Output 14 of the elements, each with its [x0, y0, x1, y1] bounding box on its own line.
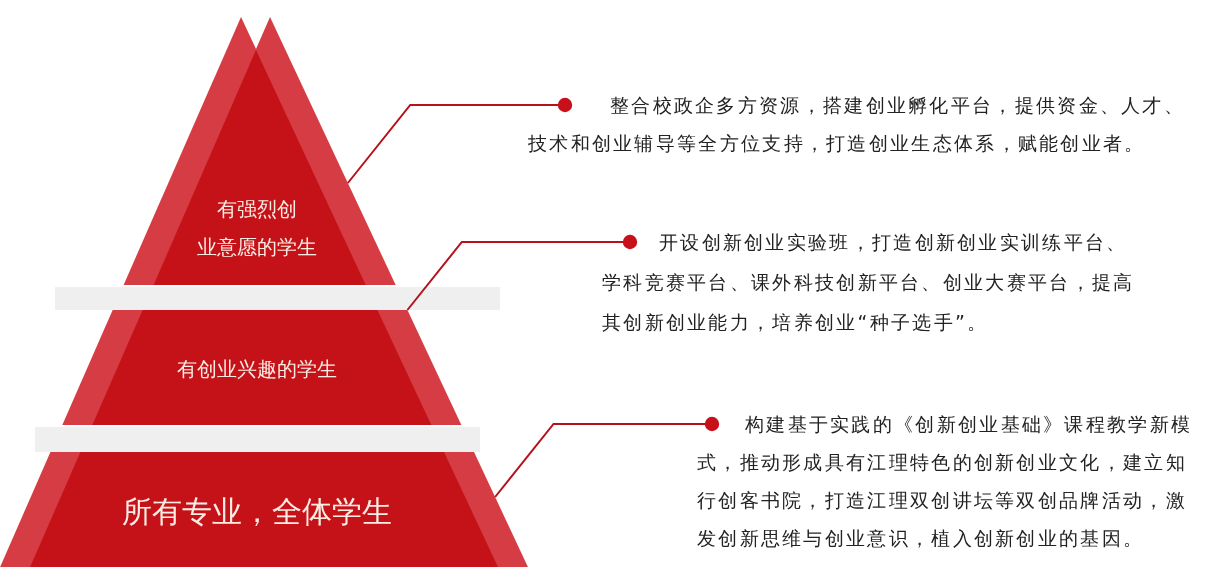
tier-label: 有强烈创业意愿的学生 [196, 196, 318, 261]
description-text: 构建基于实践的《创新创业基础》课程教学新模式，推动形成具有江理特色的创新创业文化，建立知行创客书院，打造江理双创讲坛等双创品牌活动，激发创新思维与创业意识，植入创新创业的基因。 [697, 405, 1207, 557]
pyramid-tier [123, 17, 396, 285]
tier-label: 所有专业，全体学生 [121, 493, 393, 531]
divider-band [55, 287, 500, 310]
description-text: 整合校政企多方资源，搭建创业孵化平台，提供资金、人才、技术和创业辅导等全方位支持，打造创业生态体系，赋能创业者。 [528, 86, 1193, 162]
description-text: 开设创新创业实验班，打造创新创业实训练平台、学科竞赛平台、课外科技创新平台、创业大赛平台，提高其创新创业能力，培养创业“种子选手”。 [602, 222, 1148, 342]
tier-label: 有创业兴趣的学生 [176, 356, 338, 383]
pyramid-tier [62, 310, 462, 425]
divider-band [35, 427, 480, 452]
pyramid-tier [0, 452, 528, 567]
leader-line [494, 416, 720, 498]
leader-line [346, 97, 573, 184]
leader-line [406, 234, 638, 311]
